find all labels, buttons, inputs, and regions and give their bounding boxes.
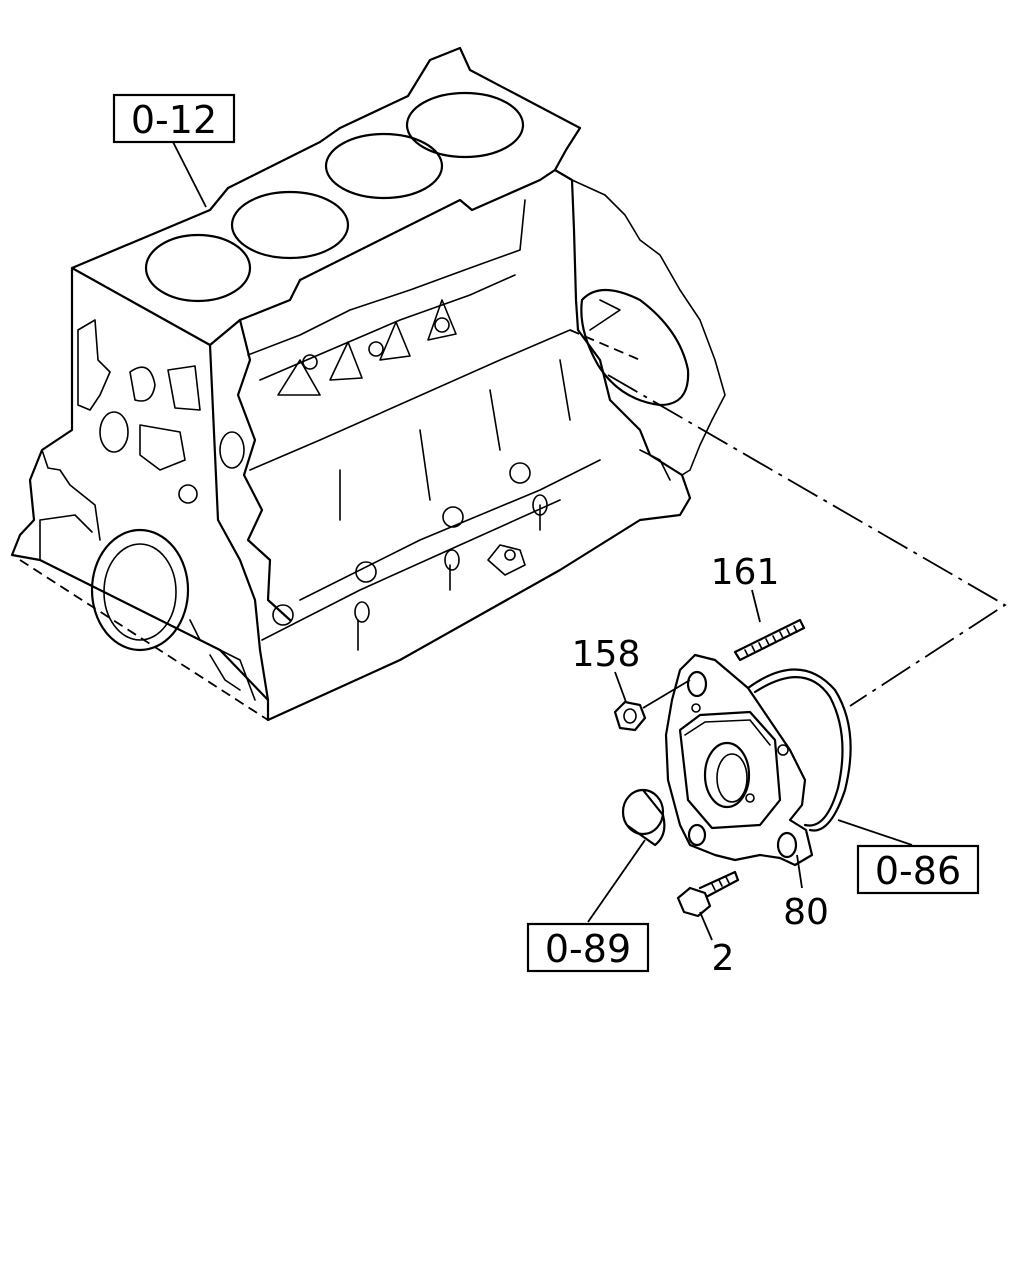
part-number-158[interactable]: 158 <box>572 634 641 675</box>
part-number-2[interactable]: 2 <box>712 938 735 979</box>
ref-box-0-12[interactable]: 0-12 <box>112 93 236 144</box>
rear-seal-retainer <box>664 653 852 867</box>
plug-0-89 <box>587 788 666 923</box>
part-number-161[interactable]: 161 <box>711 552 780 593</box>
leader-80 <box>796 854 803 889</box>
leader-0-86 <box>837 819 913 846</box>
assembly-centerline <box>607 374 1007 707</box>
ref-box-0-86[interactable]: 0-86 <box>856 844 980 895</box>
ref-box-0-89[interactable]: 0-89 <box>526 922 650 973</box>
nut-158 <box>613 679 691 732</box>
bolt-2 <box>676 870 740 941</box>
leader-161 <box>751 589 761 623</box>
ref-label-0-89: 0-89 <box>545 927 631 971</box>
leader-158 <box>614 671 627 703</box>
engine-block <box>10 46 726 722</box>
part-number-80[interactable]: 80 <box>783 892 829 933</box>
stud-161 <box>733 618 806 662</box>
ref-label-0-86: 0-86 <box>875 849 961 893</box>
ref-label-0-12: 0-12 <box>131 98 217 142</box>
leader-0-12 <box>171 139 207 208</box>
